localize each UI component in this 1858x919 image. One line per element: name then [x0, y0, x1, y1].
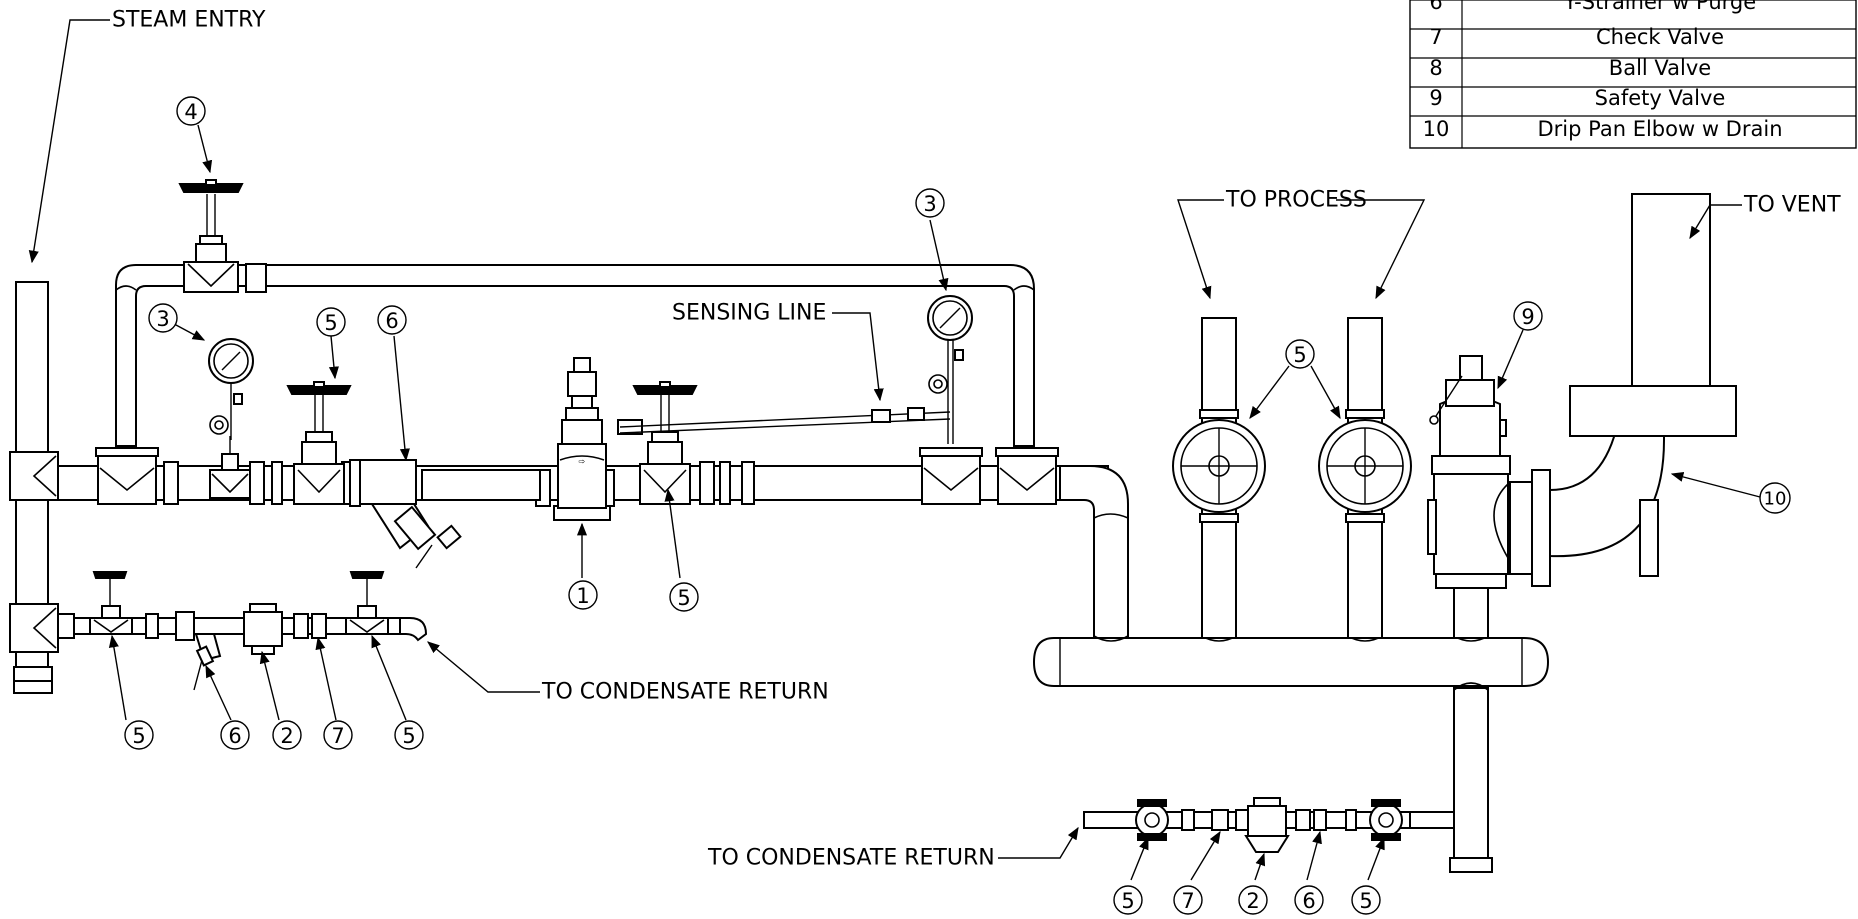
balloon-number: 5 [1121, 889, 1134, 913]
balloon-number: 2 [1246, 889, 1259, 913]
balloon-number: 7 [331, 724, 344, 748]
butterfly-valve [1318, 409, 1412, 523]
parts-table-desc: Safety Valve [1595, 86, 1726, 110]
balloon: 7 [1173, 885, 1203, 915]
parts-table: 6 Y-Strainer w Purge 7 Check Valve 8 Bal… [1409, 0, 1857, 149]
parts-table-desc: Y-Strainer w Purge [1563, 0, 1756, 14]
balloon: 5 [669, 582, 699, 612]
balloon-number: 1 [576, 584, 589, 608]
globe-valve-handwheel [286, 381, 352, 505]
balloon-number: 6 [385, 309, 398, 333]
steam-entry-label: STEAM ENTRY [112, 8, 266, 33]
balloon: 6 [220, 720, 250, 750]
to-process-label: TO PROCESS [1225, 188, 1367, 213]
pressure-reducing-valve: ⇨ [553, 357, 643, 521]
pressure-gauge [208, 338, 254, 440]
balloon-number: 3 [156, 307, 169, 331]
parts-table-num: 10 [1423, 117, 1450, 141]
balloon-number: 6 [228, 724, 241, 748]
drain-leg [1449, 682, 1493, 873]
butterfly-valve [1172, 409, 1266, 523]
parts-table-desc: Ball Valve [1609, 56, 1711, 80]
collector-header [1032, 635, 1550, 687]
header-tees [95, 447, 1059, 505]
balloon: 10 [1759, 482, 1791, 514]
balloon: 1 [568, 580, 598, 610]
sensing-line-pipe [619, 374, 951, 434]
balloon: 9 [1513, 301, 1543, 331]
to-condensate-return-label: TO CONDENSATE RETURN [707, 846, 995, 871]
leader-lines [28, 19, 1761, 881]
parts-table-num: 6 [1429, 0, 1442, 14]
safety-valve [1427, 355, 1511, 639]
balloon: 6 [377, 305, 407, 335]
balloon-number: 5 [677, 586, 690, 610]
steam-riser [9, 281, 59, 694]
parts-table-desc: Check Valve [1596, 25, 1724, 49]
item-balloons: 4 3 5 6 1 5 3 5 9 10 5 6 2 7 5 5 7 2 6 5 [124, 96, 1791, 915]
bypass-globe-valve [178, 179, 267, 293]
callout-labels: STEAM ENTRY SENSING LINE TO PROCESS TO V… [112, 8, 1841, 871]
to-condensate-return-label: TO CONDENSATE RETURN [541, 680, 829, 705]
globe-valve [209, 436, 251, 499]
balloon-number: 2 [280, 724, 293, 748]
to-vent-label: TO VENT [1743, 193, 1841, 218]
balloon-number: 9 [1521, 305, 1534, 329]
parts-table-num: 8 [1429, 56, 1442, 80]
balloon: 5 [394, 720, 424, 750]
balloon-number: 5 [402, 724, 415, 748]
valve-marking: ⇨ [579, 457, 586, 466]
balloon-number: 5 [1359, 889, 1372, 913]
balloon: 2 [1238, 885, 1268, 915]
pressure-gauge [927, 295, 973, 444]
balloon: 3 [915, 188, 945, 218]
balloon-number: 5 [1293, 343, 1306, 367]
y-strainer [349, 459, 462, 569]
balloon: 5 [124, 720, 154, 750]
condensate-branch-left [57, 571, 428, 691]
balloon-number: 7 [1181, 889, 1194, 913]
balloon-number: 4 [184, 100, 197, 124]
balloon-number: 6 [1302, 889, 1315, 913]
parts-table-num: 7 [1429, 25, 1442, 49]
balloon: 5 [1113, 885, 1143, 915]
parts-table-desc: Drip Pan Elbow w Drain [1537, 117, 1782, 141]
balloon-number: 5 [132, 724, 145, 748]
balloon-number: 10 [1764, 489, 1787, 510]
pipe-spool [421, 469, 541, 501]
globe-valve-handwheel [632, 381, 698, 505]
sensing-line-label: SENSING LINE [672, 301, 826, 326]
balloon: 5 [1351, 885, 1381, 915]
condensate-branch-right [1083, 797, 1455, 853]
balloon-number: 5 [324, 311, 337, 335]
balloon: 5 [316, 307, 346, 337]
parts-table-num: 9 [1429, 86, 1442, 110]
balloon: 7 [323, 720, 353, 750]
balloon: 3 [148, 303, 178, 333]
balloon-number: 3 [923, 192, 936, 216]
balloon: 2 [272, 720, 302, 750]
balloon: 5 [1285, 339, 1315, 369]
balloon: 4 [176, 96, 206, 126]
balloon: 6 [1294, 885, 1324, 915]
drip-pan-elbow [1509, 193, 1737, 587]
